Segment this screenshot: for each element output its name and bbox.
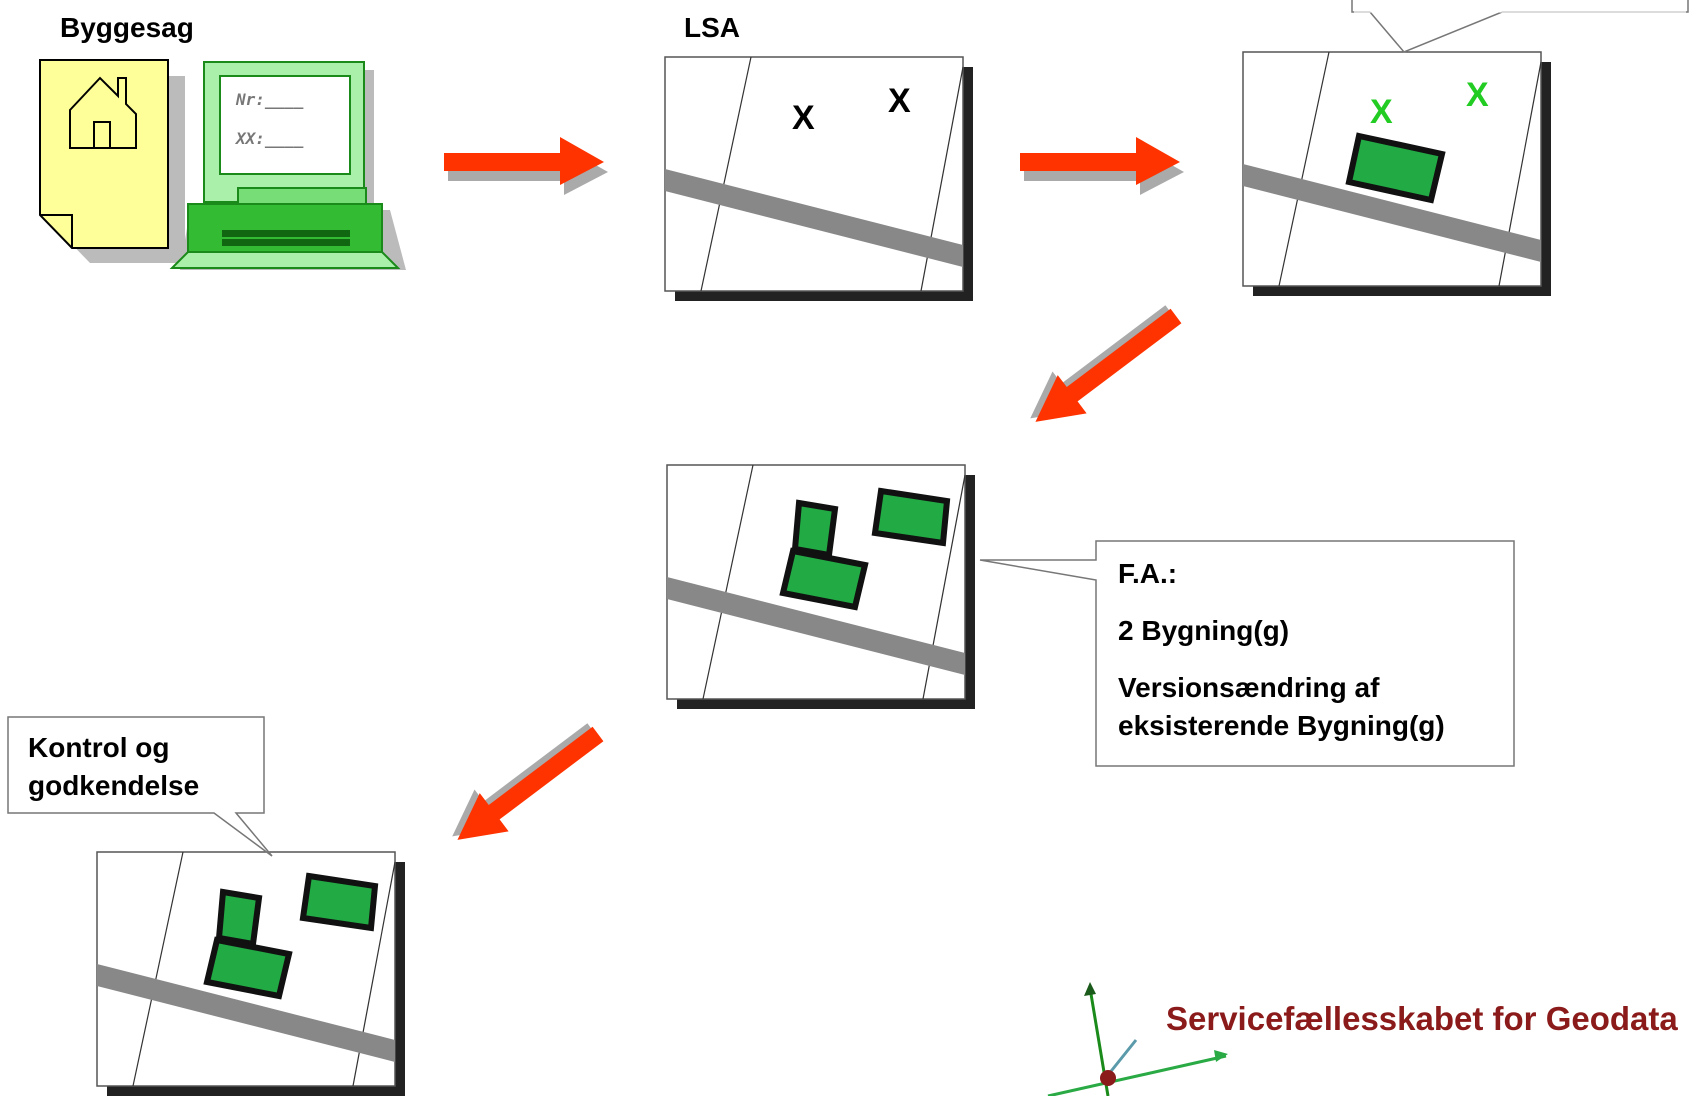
brand-name: Servicefællesskabet for Geodata — [1166, 1000, 1678, 1037]
marker-x-green-2: X — [1466, 76, 1489, 114]
form-field-nr: Nr:____ — [236, 90, 304, 109]
building-new — [1345, 132, 1446, 204]
map-panel-step2 — [1242, 51, 1551, 296]
arrow-right-2 — [1020, 137, 1184, 195]
byggesag-label: Byggesag — [60, 12, 194, 43]
callout-kontrol — [7, 716, 273, 857]
building-b — [203, 936, 293, 1000]
geodata-logo-icon — [1047, 982, 1228, 1096]
callout-top-right — [1351, 0, 1689, 53]
document-house-icon — [39, 59, 185, 263]
arrow-down-left-2 — [452, 723, 604, 840]
lsa-label: LSA — [684, 12, 740, 43]
building-c — [871, 487, 951, 547]
callout-kontrol-line2: godkendelse — [28, 770, 200, 801]
map-panel-lsa — [664, 56, 973, 301]
map-panel-step3 — [666, 464, 975, 709]
marker-x-black-1: X — [792, 99, 815, 137]
callout-fa — [979, 540, 1515, 767]
building-b — [779, 547, 869, 611]
computer-icon — [169, 61, 406, 270]
building-a — [791, 499, 839, 559]
marker-x-green-1: X — [1370, 93, 1393, 131]
form-field-xx: XX:____ — [236, 129, 304, 148]
building-a — [215, 888, 263, 948]
callout-kontrol-line1: Kontrol og — [28, 732, 170, 763]
building-c — [299, 872, 379, 932]
marker-x-black-2: X — [888, 82, 911, 120]
callout-fa-line4: eksisterende Bygning(g) — [1118, 710, 1445, 741]
map-panel-step4 — [96, 851, 405, 1096]
callout-fa-line3: Versionsændring af — [1118, 672, 1380, 703]
callout-fa-line1: F.A.: — [1118, 558, 1178, 589]
callout-fa-line2: 2 Bygning(g) — [1118, 615, 1290, 646]
arrow-down-left-1 — [1030, 305, 1182, 422]
arrow-right-1 — [444, 137, 608, 195]
